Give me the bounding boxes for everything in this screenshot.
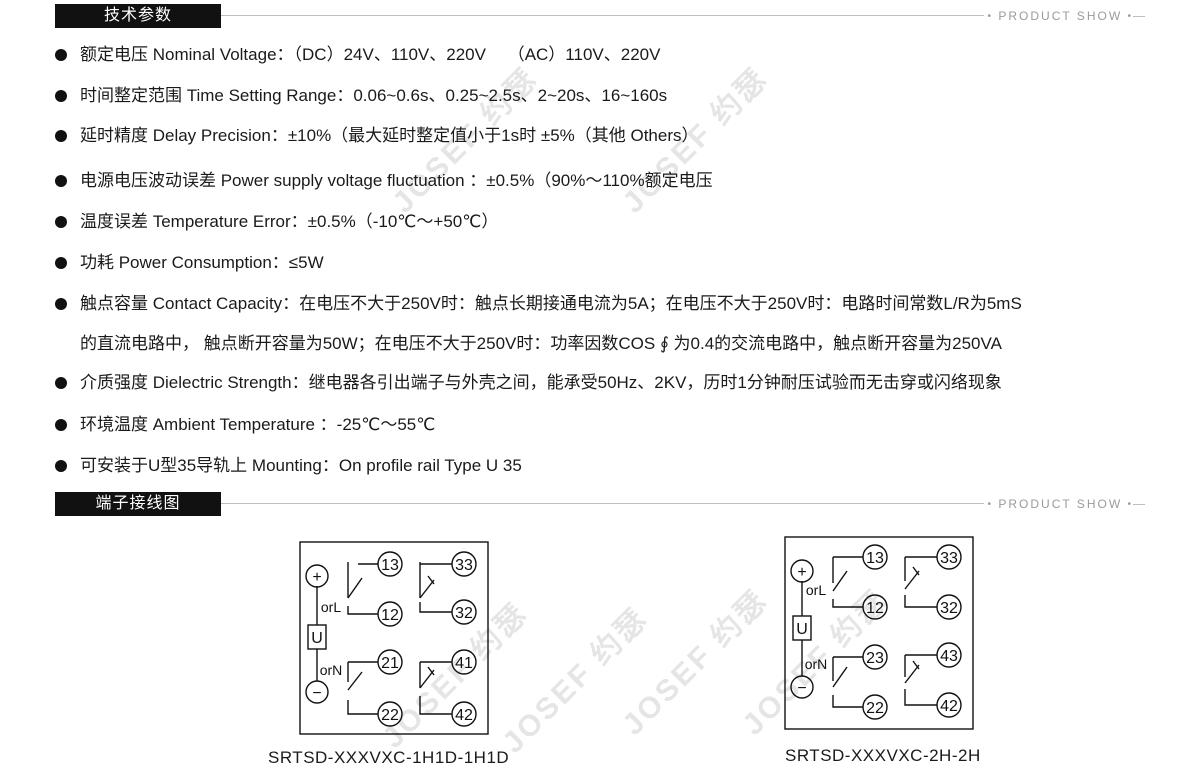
section-title: 端子接线图 — [55, 492, 221, 516]
bullet-icon — [55, 460, 67, 472]
coil-label: U — [311, 630, 323, 647]
plus-terminal-label: + — [312, 569, 321, 586]
section-title: 技术参数 — [55, 4, 221, 28]
terminal-label: 43 — [940, 648, 958, 665]
diagram-caption-2h: SRTSD-XXXVXC-2H-2H — [785, 746, 981, 765]
coil-label: U — [796, 621, 808, 638]
section-divider — [221, 503, 1145, 504]
spec-item-power-consumption: 功耗 Power Consumption：≤5W — [55, 252, 324, 274]
spec-item-contact-capacity-continued: 的直流电路中， 触点断开容量为50W；在电压不大于250V时：功率因数COS ∮… — [80, 334, 1002, 353]
label-orn: orN — [320, 662, 343, 678]
terminal-label: 33 — [940, 550, 958, 567]
spec-item-ambient-temperature: 环境温度 Ambient Temperature ：-25℃～55℃ — [55, 414, 435, 436]
bullet-icon — [55, 216, 67, 228]
bullet-icon — [55, 257, 67, 269]
section-tag: • PRODUCT SHOW • — [983, 495, 1145, 514]
terminal-label: 32 — [940, 600, 958, 617]
bullet-icon — [55, 175, 67, 187]
spec-item-time-setting-range: 时间整定范围 Time Setting Range：0.06~0.6s、0.25… — [55, 85, 667, 107]
label-orl: orL — [806, 582, 826, 598]
diagram-caption-1h1d: SRTSD-XXXVXC-1H1D-1H1D — [268, 748, 510, 767]
terminal-label: 33 — [455, 557, 473, 574]
bullet-icon — [55, 49, 67, 61]
spec-item-mounting: 可安装于U型35导轨上 Mounting：On profile rail Typ… — [55, 455, 522, 477]
section-tag: • PRODUCT SHOW • — [983, 7, 1145, 26]
section-header-wiring: 端子接线图 • PRODUCT SHOW • — [55, 492, 1145, 516]
wiring-diagram-1h1d: + U − orL orN 13 12 33 32 21 22 41 42 — [299, 541, 489, 735]
bullet-icon — [55, 377, 67, 389]
spec-item-delay-precision: 延时精度 Delay Precision：±10%（最大延时整定值小于1s时 ±… — [55, 125, 699, 147]
terminal-label: 22 — [866, 700, 884, 717]
terminal-label: 22 — [381, 707, 399, 724]
wiring-diagram-2h: + U − orL orN 13 12 33 32 23 22 43 42 — [784, 536, 974, 730]
terminal-label: 32 — [455, 605, 473, 622]
bullet-icon — [55, 419, 67, 431]
terminal-label: 13 — [866, 550, 884, 567]
section-header-tech: 技术参数 • PRODUCT SHOW • — [55, 4, 1145, 28]
minus-terminal-label: − — [312, 685, 321, 702]
plus-terminal-label: + — [797, 564, 806, 581]
terminal-label: 12 — [866, 600, 884, 617]
spec-item-nominal-voltage: 额定电压 Nominal Voltage：（DC）24V、110V、220V （… — [55, 44, 660, 66]
terminal-label: 21 — [381, 655, 399, 672]
label-orn: orN — [805, 656, 828, 672]
bullet-icon — [55, 130, 67, 142]
terminal-label: 13 — [381, 557, 399, 574]
terminal-label: 41 — [455, 655, 473, 672]
terminal-label: 23 — [866, 650, 884, 667]
spec-item-voltage-fluctuation: 电源电压波动误差 Power supply voltage fluctuatio… — [55, 170, 713, 192]
spec-item-contact-capacity: 触点容量 Contact Capacity：在电压不大于250V时：触点长期接通… — [55, 293, 1022, 315]
spec-item-dielectric-strength: 介质强度 Dielectric Strength：继电器各引出端子与外壳之间，能… — [55, 372, 1002, 394]
terminal-label: 12 — [381, 607, 399, 624]
terminal-label: 42 — [455, 707, 473, 724]
label-orl: orL — [321, 599, 341, 615]
spec-item-temperature-error: 温度误差 Temperature Error：±0.5%（-10℃～+50℃） — [55, 211, 498, 233]
section-divider — [221, 15, 1145, 16]
minus-terminal-label: − — [797, 680, 806, 697]
terminal-label: 42 — [940, 698, 958, 715]
bullet-icon — [55, 90, 67, 102]
bullet-icon — [55, 298, 67, 310]
